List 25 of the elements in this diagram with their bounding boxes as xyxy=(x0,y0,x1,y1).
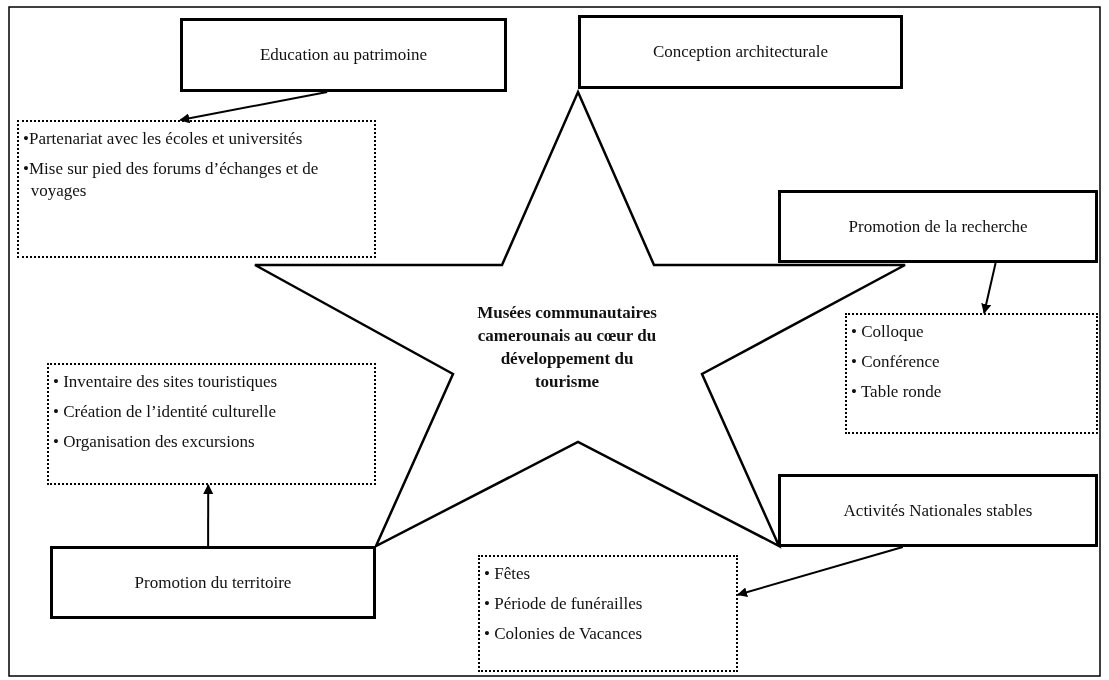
central-theme-text: Musées communautaires camerounais au cœur du développement du tourisme xyxy=(476,302,658,393)
bullet-item: • Table ronde xyxy=(851,381,943,404)
bullet-item: •Partenariat avec les écoles et universités xyxy=(23,128,304,150)
bullet-item: •Mise sur pied des forums d’échanges et de voyages xyxy=(23,158,320,203)
arrow xyxy=(179,91,329,124)
dotted-list-box xyxy=(478,555,738,672)
arrow xyxy=(203,484,214,547)
arrow xyxy=(981,262,997,314)
bullet-item: • Fêtes xyxy=(484,563,532,585)
bullet-item: • Colonies de Vacances xyxy=(484,623,644,646)
bullet-item: • Organisation des excursions xyxy=(53,431,256,454)
bullet-item: • Période de funérailles xyxy=(484,593,644,616)
arrow xyxy=(737,546,904,598)
bullet-item: • Inventaire des sites touristiques xyxy=(53,371,279,393)
dotted-list-box xyxy=(17,120,376,258)
bullet-item: • Colloque xyxy=(851,321,925,343)
topic-box: Promotion de la recherche xyxy=(778,190,1098,263)
topic-box: Conception architecturale xyxy=(578,15,903,89)
topic-box: Education au patrimoine xyxy=(180,18,507,92)
topic-box: Activités Nationales stables xyxy=(778,474,1098,547)
dotted-list-box xyxy=(845,313,1098,434)
dotted-list-box xyxy=(47,363,376,485)
bullet-item: • Conférence xyxy=(851,351,941,374)
bullet-item: • Création de l’identité culturelle xyxy=(53,401,278,424)
topic-box: Promotion du territoire xyxy=(50,546,376,619)
